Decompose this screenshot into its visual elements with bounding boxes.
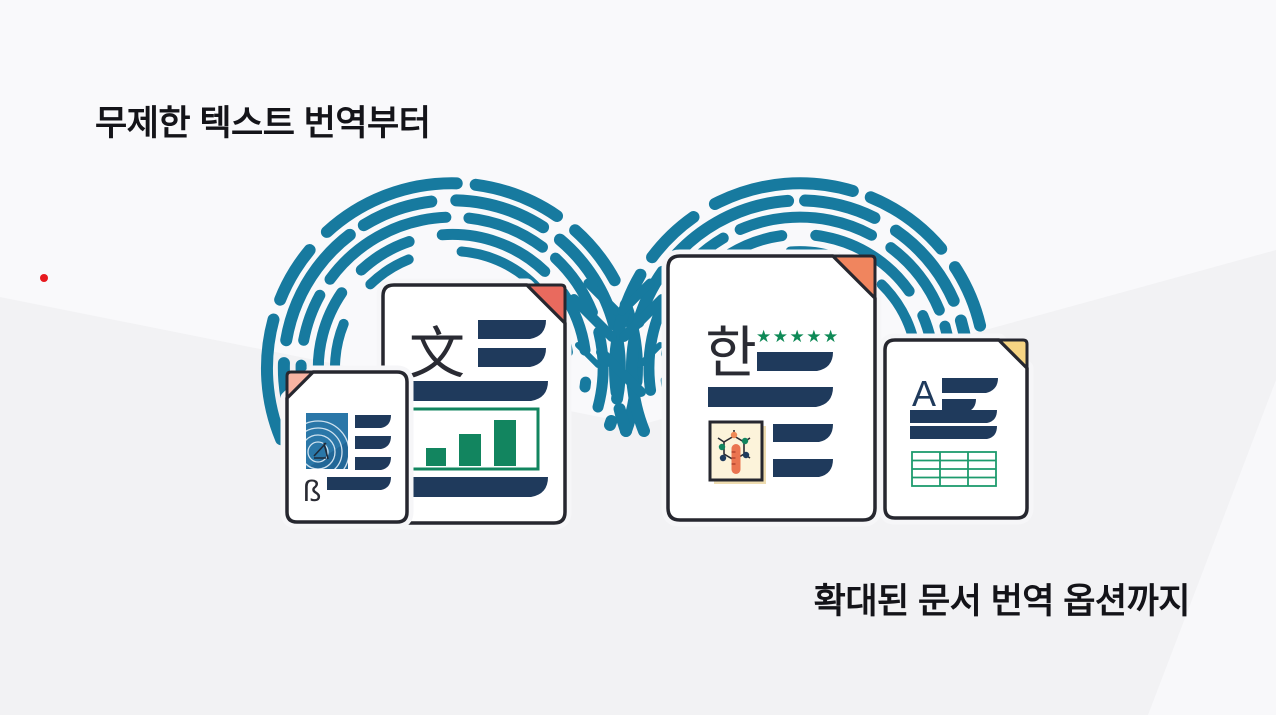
molecule-node: [742, 451, 750, 459]
ripple: [306, 427, 343, 469]
text-line-bar: [942, 399, 976, 412]
science-figure-icon: [708, 420, 766, 484]
photo-thumbnail-icon: [306, 413, 348, 469]
text-line-bar: [773, 459, 833, 477]
molecule-node: [719, 454, 727, 462]
loop-dash: [637, 342, 663, 368]
page-fold-icon: [285, 370, 315, 400]
loop-crossing: [569, 278, 667, 397]
background-facet: [1148, 380, 1276, 715]
page-fold-icon: [831, 254, 877, 300]
text-line-bar: [355, 415, 391, 428]
language-glyph: 한: [705, 321, 757, 384]
document-korean: 한 ★★★★★: [661, 249, 882, 527]
text-line-bar: [757, 352, 833, 371]
text-line-bar: [398, 381, 548, 401]
text-line-bar: [327, 477, 391, 490]
loop-arc: [330, 246, 574, 413]
test-tube: [731, 444, 741, 474]
loop-dash: [583, 278, 621, 316]
text-line-bar: [708, 387, 833, 407]
text-line-bar: [355, 436, 391, 449]
bar-chart-icon: [410, 407, 540, 471]
ripple: [306, 434, 336, 469]
molecule-node: [730, 431, 738, 439]
text-line-bar: [355, 457, 391, 470]
text-line-bar: [910, 410, 997, 423]
ripple: [306, 420, 348, 469]
headline-top: 무제한 텍스트 번역부터: [95, 104, 431, 143]
rating-stars-icon: ★★★★★: [756, 327, 840, 346]
ripple: [307, 441, 329, 463]
text-line-bar: [910, 426, 997, 439]
page-fold-icon: [525, 283, 567, 325]
loop-dash: [575, 342, 601, 368]
red-dot: [40, 274, 48, 282]
loop-dash: [619, 294, 667, 342]
loop-dash: [617, 278, 655, 316]
loop-dash: [596, 347, 646, 397]
chart-bar: [494, 420, 516, 466]
data-table-icon: [911, 451, 997, 487]
page-fold-icon: [997, 338, 1029, 370]
loop-dash: [569, 294, 617, 342]
text-line-bar: [478, 348, 546, 367]
loop-arc: [312, 228, 592, 441]
loop-arc: [277, 194, 626, 493]
table-rows: [912, 459, 996, 479]
text-line-bar: [398, 477, 548, 497]
text-line-bar: [478, 320, 546, 339]
text-line-bar: [942, 378, 998, 393]
text-line-bar: [773, 424, 833, 442]
language-glyph: A: [912, 373, 936, 414]
test-tube-ticks: [731, 451, 736, 465]
headline-bottom: 확대된 문서 번역 옵션까지: [813, 582, 1191, 621]
document-latin: A: [878, 333, 1034, 525]
antenna-sketch: [313, 442, 329, 460]
molecule-node: [718, 443, 726, 451]
document-beta: ß: [280, 365, 414, 529]
molecule-node: [741, 437, 749, 445]
language-glyph: ß: [303, 475, 321, 508]
chart-bar: [459, 434, 481, 466]
chart-bar: [426, 448, 446, 466]
language-glyph: 文: [409, 322, 465, 385]
